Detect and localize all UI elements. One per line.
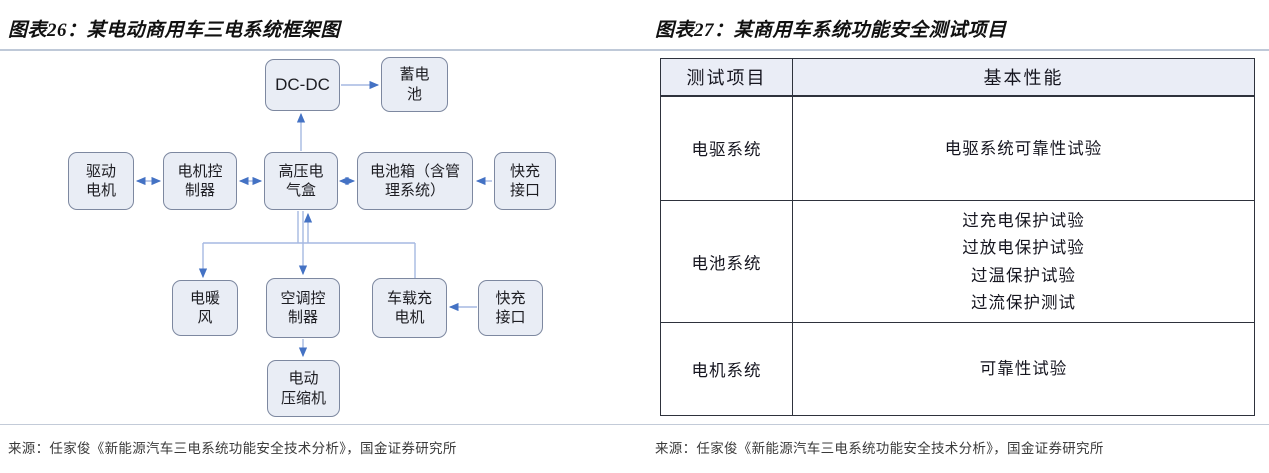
battery-pack-label: 电池箱（含管 理系统） (369, 162, 460, 200)
figure27-source: 来源：任家俊《新能源汽车三电系统功能安全技术分析》，国金证券研究所 (655, 441, 1104, 456)
safety-test-table: 测试项目 基本性能 电驱系统 电驱系统可靠性试验 电池系统 过充电保护试验 过放… (660, 58, 1255, 416)
diagram-box-dcdc: DC-DC (265, 59, 340, 111)
cell-item: 电池系统 (660, 200, 793, 323)
fast-charge-port-bottom-label: 快充 接口 (495, 289, 526, 327)
diagram-box-fast-charge-port-top: 快充 接口 (494, 152, 556, 210)
diagram-box-fast-charge-port-bottom: 快充 接口 (478, 280, 543, 336)
source-divider-rule (0, 424, 1269, 425)
dcdc-label: DC-DC (275, 74, 330, 94)
cell-item: 电驱系统 (660, 95, 793, 201)
figure27-title: 图表27：某商用车系统功能安全测试项目 (655, 20, 1007, 41)
heater-label: 电暖 风 (189, 289, 220, 327)
cell-tests: 可靠性试验 (792, 322, 1255, 416)
diagram-box-storage-battery: 蓄电 池 (381, 57, 448, 112)
cell-item: 电机系统 (660, 322, 793, 416)
onboard-charger-label: 车载充 电机 (386, 289, 432, 327)
ac-controller-label: 空调控 制器 (280, 289, 326, 327)
title-divider-rule (0, 49, 1269, 51)
diagram-box-compressor: 电动 压缩机 (267, 360, 340, 417)
figure26-source: 来源：任家俊《新能源汽车三电系统功能安全技术分析》，国金证券研究所 (8, 441, 457, 456)
diagram-box-heater: 电暖 风 (172, 280, 238, 336)
cell-tests: 电驱系统可靠性试验 (792, 95, 1255, 201)
header-cell-test-item: 测试项目 (660, 58, 793, 97)
diagram-box-hv-box: 高压电 气盒 (264, 152, 338, 210)
table-row: 电驱系统 电驱系统可靠性试验 (660, 95, 1255, 201)
storage-battery-label: 蓄电 池 (399, 66, 430, 103)
cell-tests: 过充电保护试验 过放电保护试验 过温保护试验 过流保护测试 (792, 200, 1255, 323)
table-row: 电池系统 过充电保护试验 过放电保护试验 过温保护试验 过流保护测试 (660, 200, 1255, 323)
diagram-box-onboard-charger: 车载充 电机 (372, 278, 447, 338)
diagram-box-battery-pack: 电池箱（含管 理系统） (357, 152, 473, 210)
hv-box-label: 高压电 气盒 (278, 162, 324, 200)
diagram-box-ac-controller: 空调控 制器 (266, 278, 340, 338)
motor-controller-label: 电机控 制器 (177, 162, 223, 200)
figure26-title: 图表26：某电动商用车三电系统框架图 (8, 20, 341, 41)
header-cell-basic-performance: 基本性能 (792, 58, 1255, 97)
table-header-row: 测试项目 基本性能 (660, 58, 1255, 97)
compressor-label: 电动 压缩机 (280, 370, 326, 407)
fast-charge-port-top-label: 快充 接口 (509, 162, 540, 200)
table-row: 电机系统 可靠性试验 (660, 322, 1255, 416)
diagram-box-drive-motor: 驱动 电机 (68, 152, 134, 210)
diagram-box-motor-controller: 电机控 制器 (163, 152, 237, 210)
drive-motor-label: 驱动 电机 (85, 162, 116, 200)
